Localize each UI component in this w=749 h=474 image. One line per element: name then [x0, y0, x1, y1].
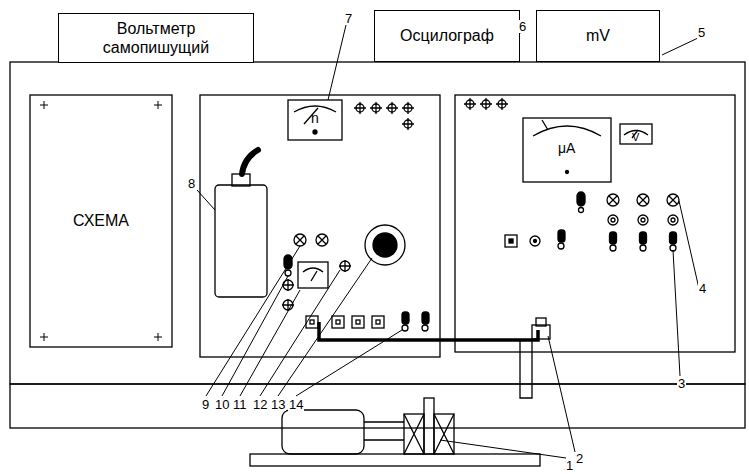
- meter-symbol: n: [310, 111, 320, 125]
- schema-panel: СХЕМА: [30, 95, 172, 347]
- box-text: Вольтметр самопишущий: [59, 17, 253, 59]
- callout-number: 7: [344, 12, 353, 25]
- callout-number: 9: [201, 398, 210, 411]
- callout-number: 2: [575, 452, 584, 465]
- callout-number: 4: [698, 282, 707, 295]
- meter-symbol: V: [631, 132, 640, 143]
- oscilloscope-box: Осцилограф: [374, 10, 520, 62]
- callout-number: 1: [565, 459, 574, 472]
- callout-number: 3: [677, 377, 686, 390]
- callout-number: 11: [232, 398, 248, 411]
- box-text: Осцилограф: [396, 24, 498, 47]
- callout-number: 13: [270, 398, 286, 411]
- callout-number: 6: [518, 20, 527, 33]
- recorder-box: Вольтметр самопишущий: [58, 13, 254, 63]
- millivoltmeter-box: mV: [536, 10, 660, 62]
- callout-number: 12: [252, 398, 268, 411]
- callout-number: 10: [214, 398, 230, 411]
- box-text: mV: [582, 24, 614, 47]
- callout-number: 8: [187, 177, 196, 190]
- box-text: СХЕМА: [69, 209, 133, 232]
- callout-number: 14: [288, 398, 304, 411]
- meter-symbol: μA: [557, 141, 576, 155]
- callout-number: 5: [697, 26, 706, 39]
